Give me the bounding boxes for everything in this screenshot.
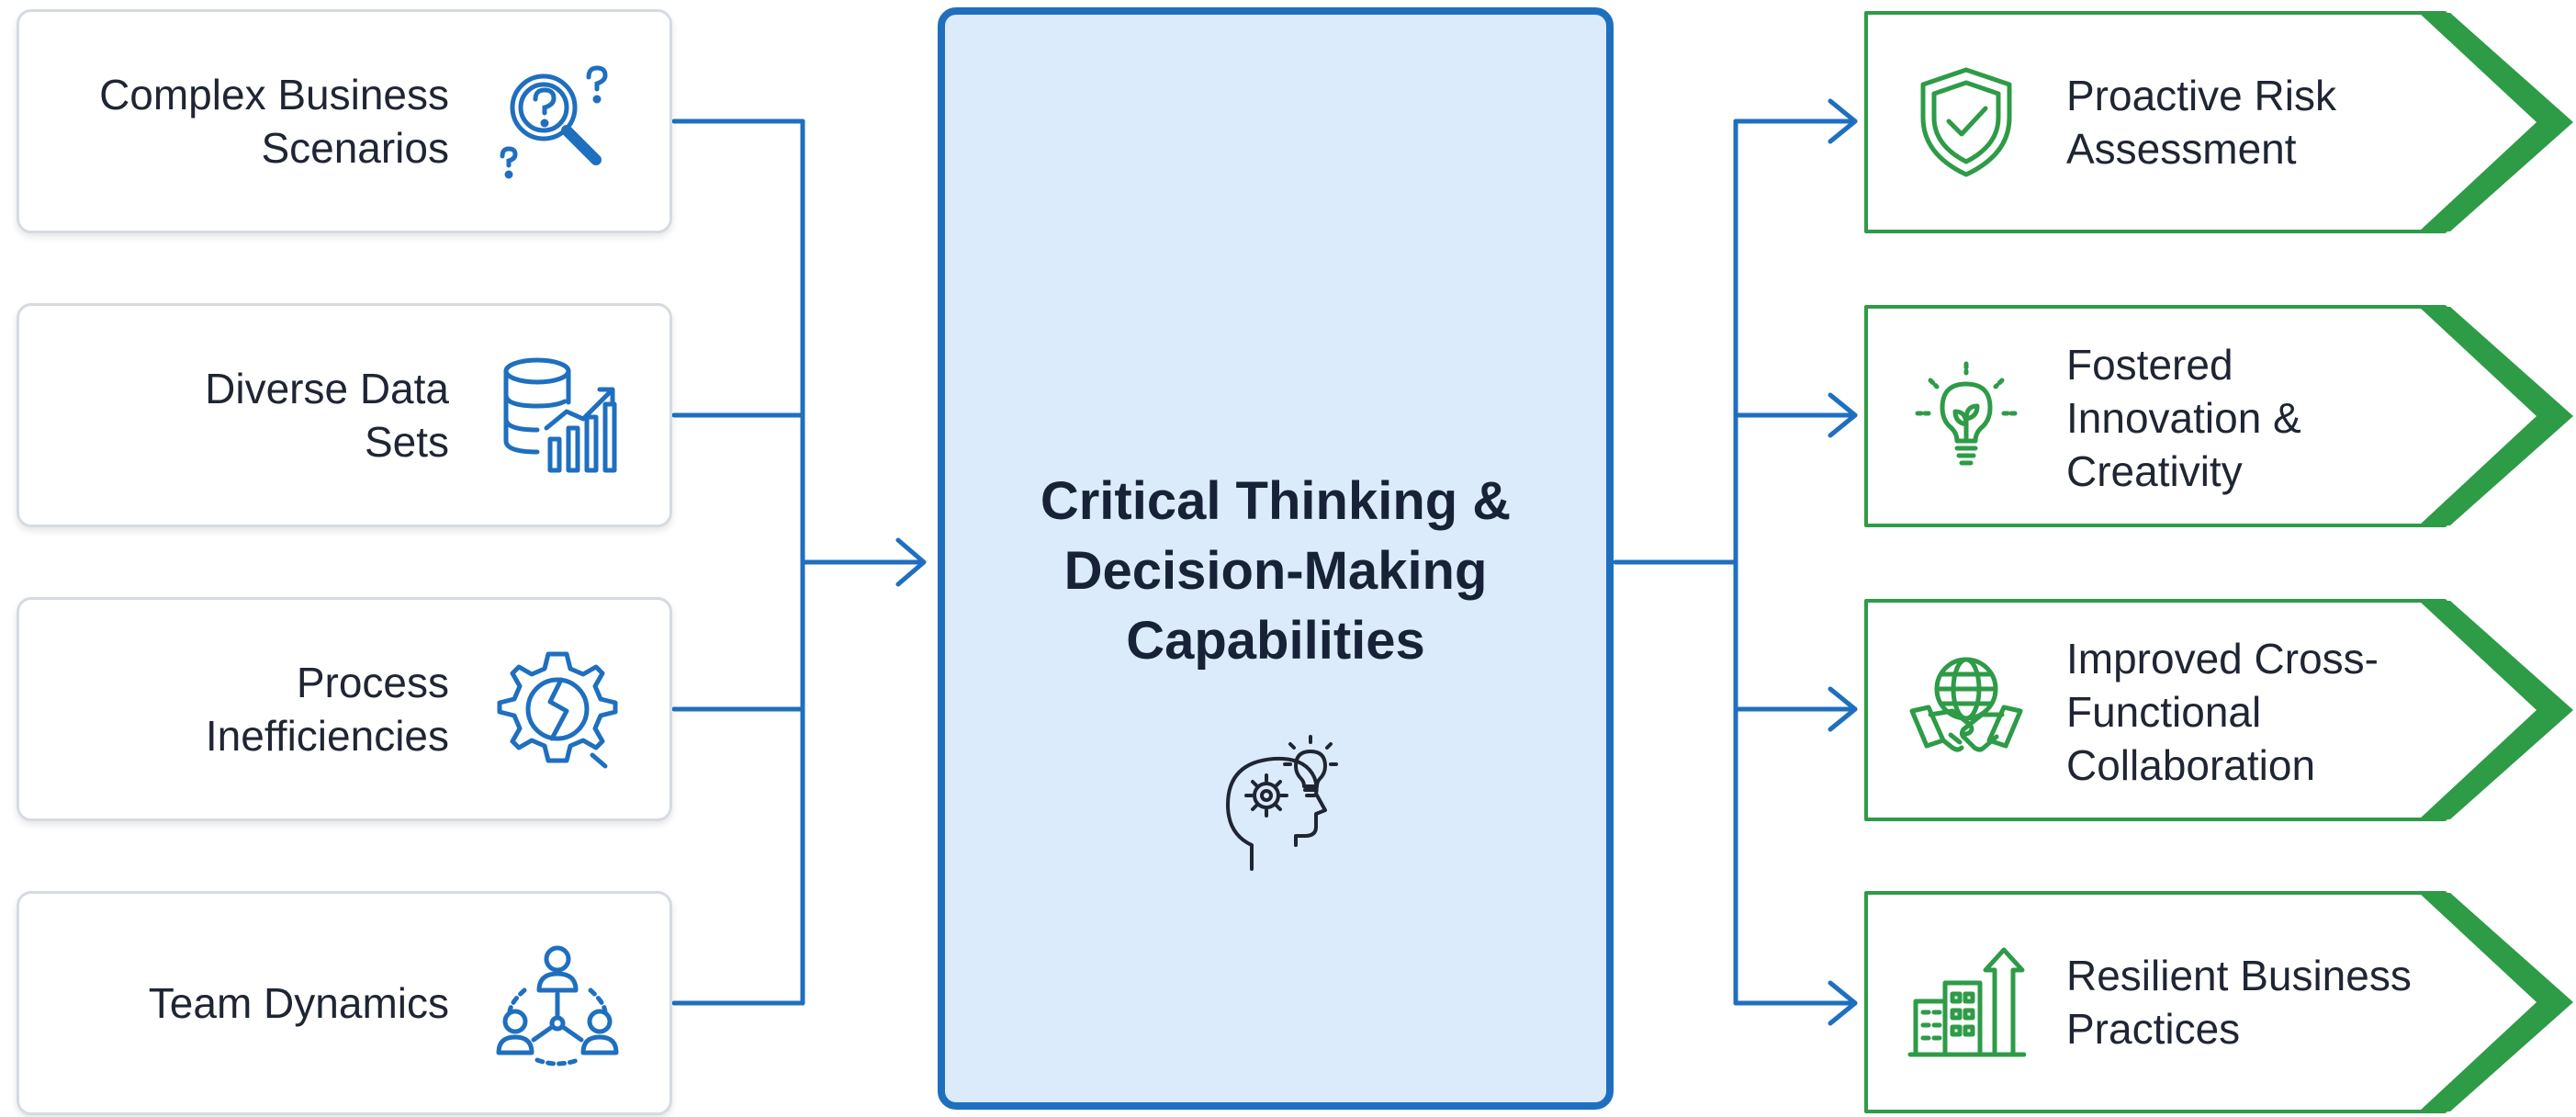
output-arrowhead — [1828, 392, 1858, 438]
database-chart-icon — [503, 357, 617, 473]
center-title: Critical Thinking & Decision-Making Capa… — [1040, 471, 1512, 671]
center-box-critical-thinking: Critical Thinking & Decision-Making Capa… — [938, 7, 1614, 1110]
broken-gear-icon — [497, 651, 618, 769]
output-box-cross-functional-collaboration — [1864, 599, 2573, 821]
head-gear-lightbulb-icon — [1226, 735, 1338, 871]
building-growth-icon — [1907, 947, 2026, 1057]
shield-check-icon — [1920, 67, 2012, 177]
output-arrowhead — [1828, 980, 1858, 1026]
output-box-resilient-business-practices — [1864, 891, 2573, 1113]
output-box-proactive-risk-assessment — [1864, 11, 2573, 233]
input-label: Team Dynamics — [148, 979, 449, 1027]
input-arrowhead — [895, 537, 927, 587]
team-network-icon — [496, 945, 619, 1066]
lightbulb-plant-icon — [1915, 361, 2018, 466]
output-arrowhead — [1828, 98, 1858, 144]
globe-handshake-icon — [1909, 657, 2023, 752]
output-arrowhead — [1828, 686, 1858, 732]
input-box-team-dynamics: Team Dynamics — [17, 891, 672, 1115]
output-box-fostered-innovation — [1864, 305, 2573, 527]
magnifier-question-icon — [500, 65, 608, 179]
